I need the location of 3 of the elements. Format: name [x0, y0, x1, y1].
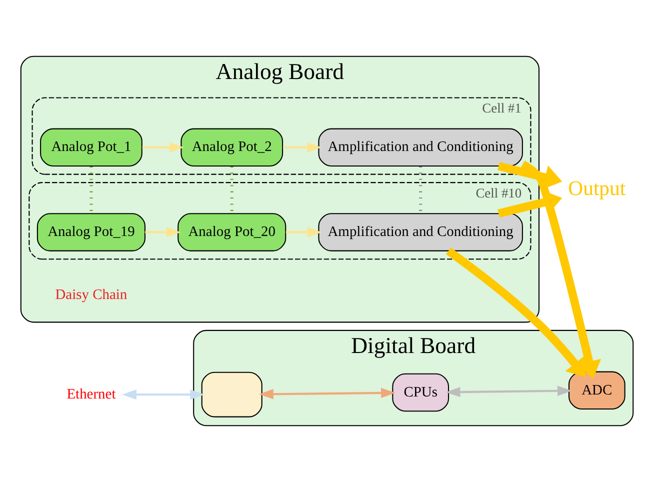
node-text: Output — [568, 177, 626, 200]
label: Daisy Chain — [55, 286, 128, 303]
node-text: Ethernet — [66, 386, 116, 402]
